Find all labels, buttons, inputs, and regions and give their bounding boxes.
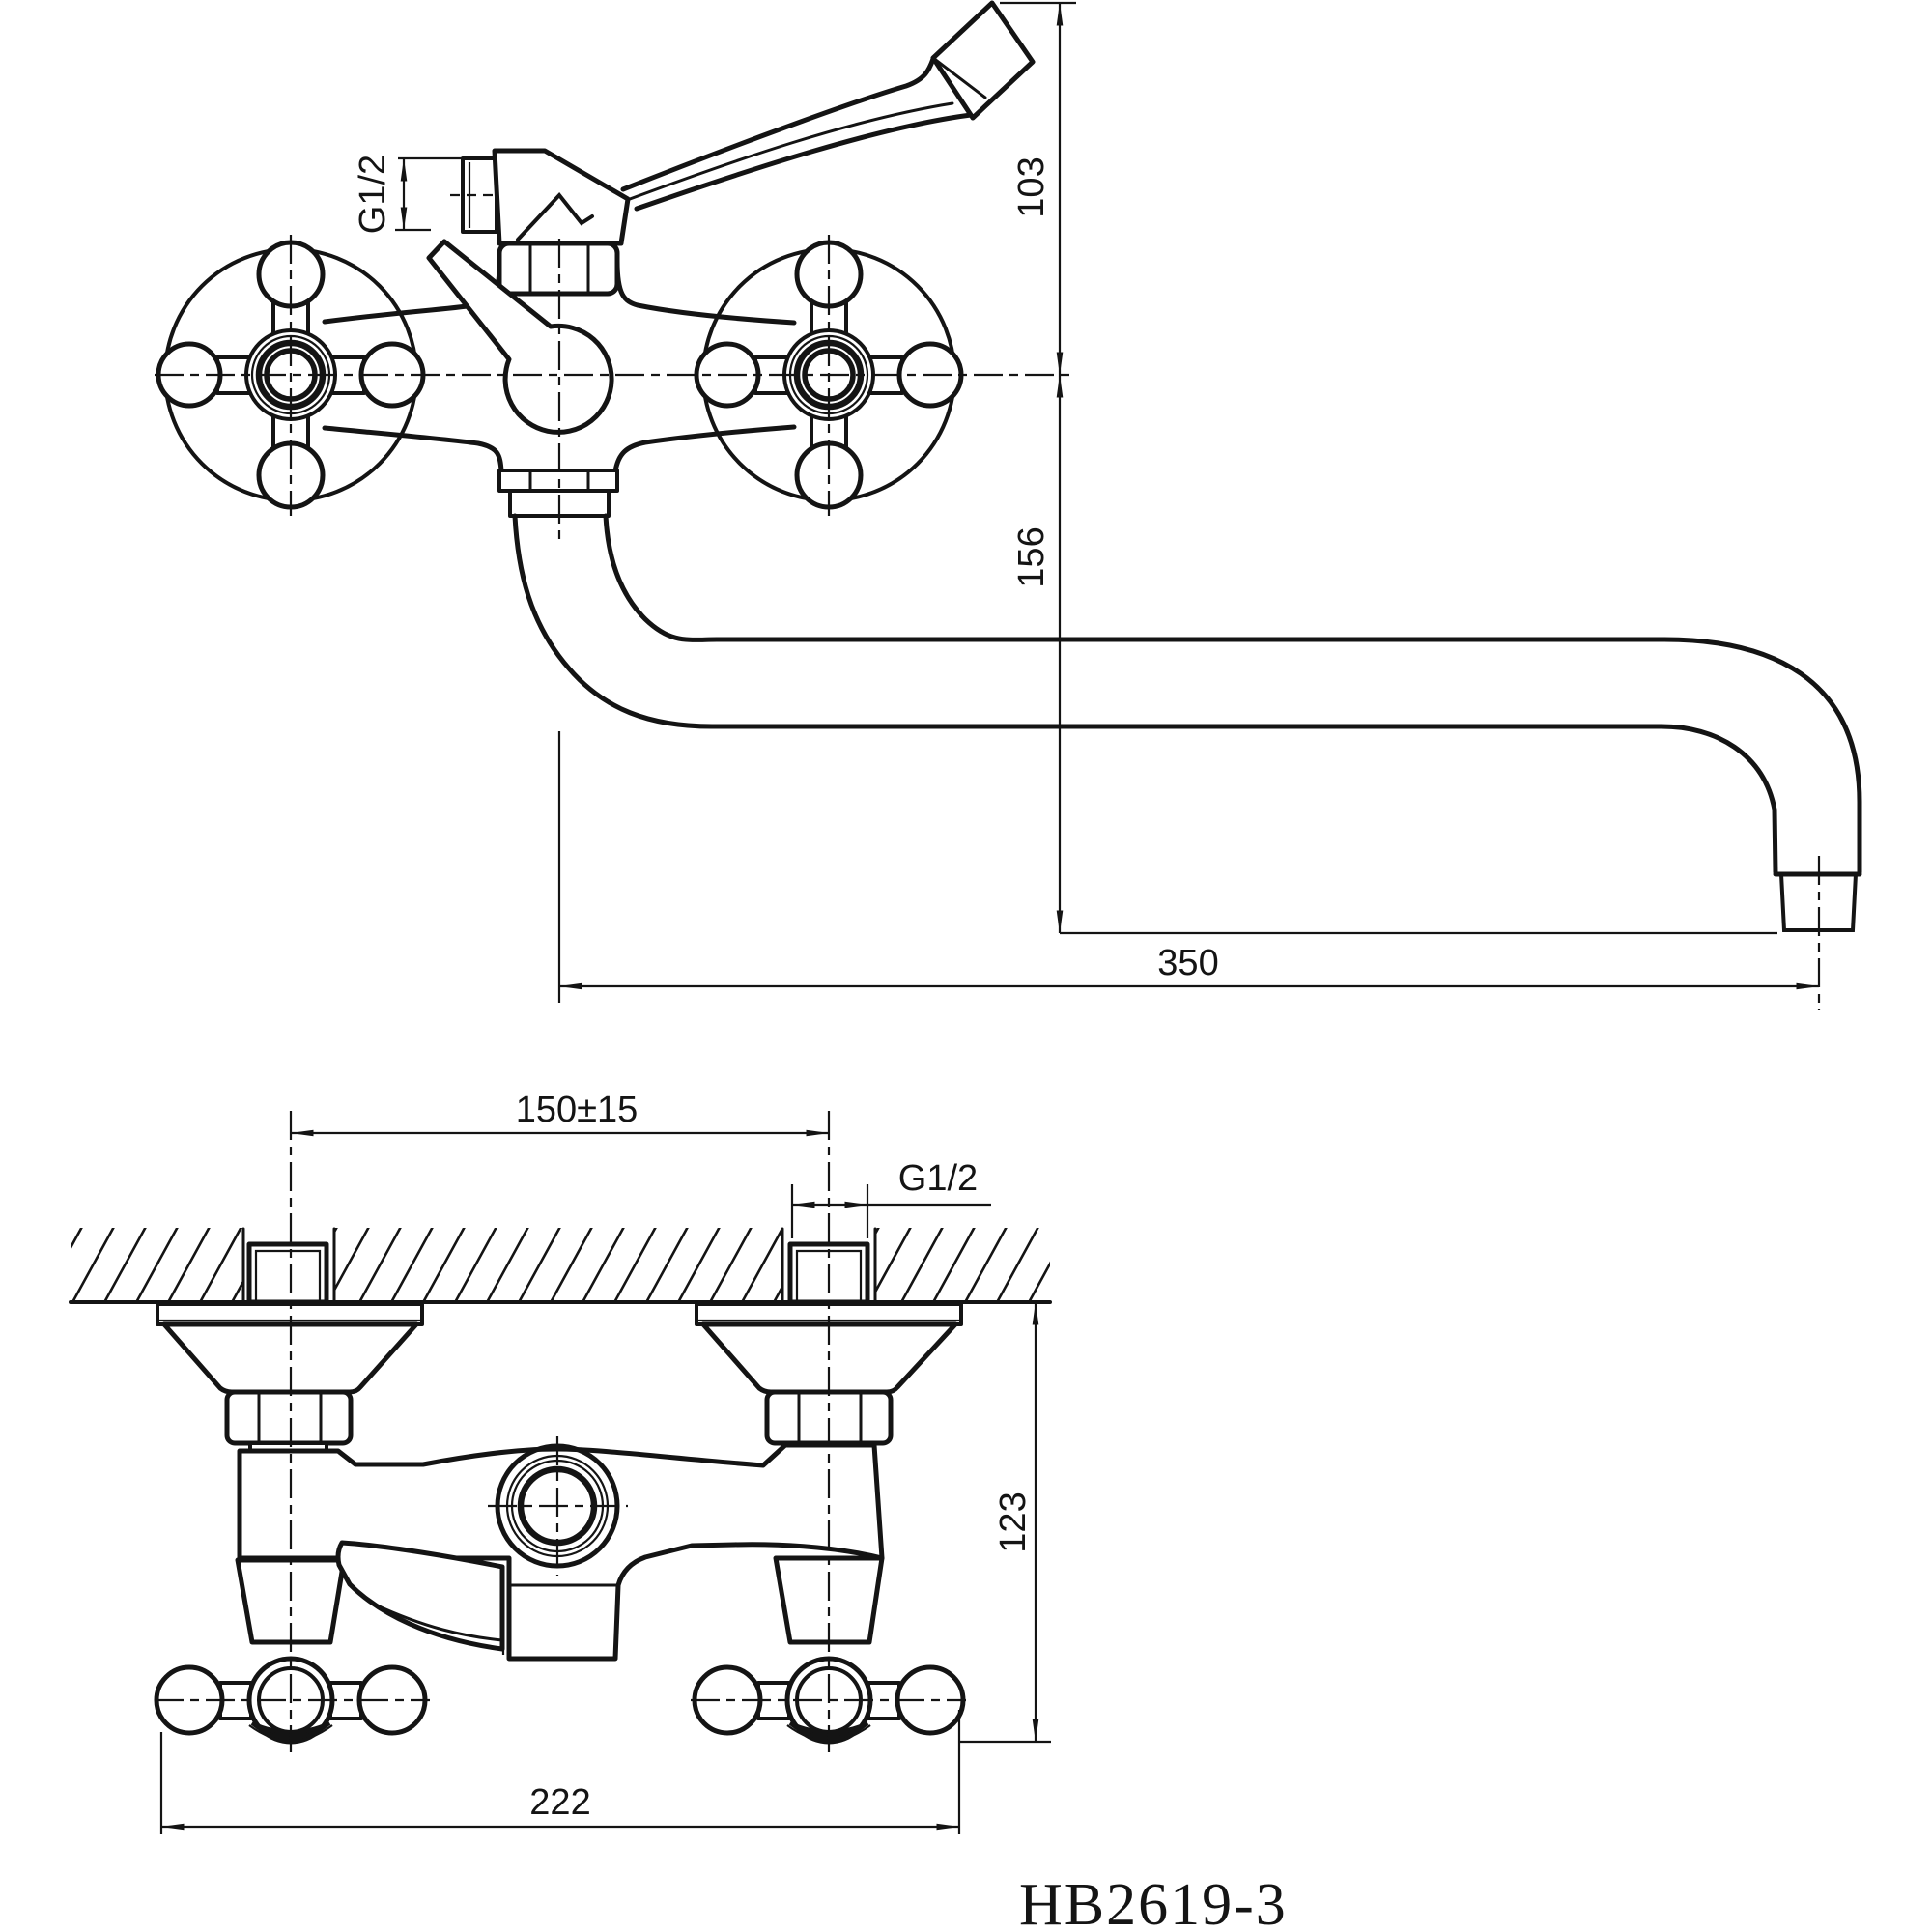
dimension-123: 123 xyxy=(959,1301,1051,1744)
dimension-thread-plan: G1/2 xyxy=(790,1158,991,1238)
spout xyxy=(512,513,1862,932)
lever-handle xyxy=(492,0,1036,246)
plan-view-dimensions: 150±15 G1/2 123 222 xyxy=(159,1090,1051,1834)
handle-skirt-left xyxy=(250,1721,331,1741)
dimension-103: 103 xyxy=(1000,1,1076,376)
spout-union-circle xyxy=(488,1436,628,1576)
lever-body-mark xyxy=(516,191,594,242)
dimension-label-156: 156 xyxy=(1011,526,1052,587)
dimension-350: 350 xyxy=(557,731,1820,1003)
dimension-label-350: 350 xyxy=(1157,943,1218,983)
connection-nut-left xyxy=(224,1389,354,1454)
thread-nipple xyxy=(450,156,510,234)
wall-section xyxy=(69,1227,1052,1304)
diverter-knob xyxy=(426,239,614,435)
valve-bonnet-left xyxy=(235,1557,347,1645)
dimension-label-222: 222 xyxy=(529,1782,590,1823)
dimension-label-123: 123 xyxy=(993,1492,1034,1552)
dimension-label-150: 150±15 xyxy=(516,1090,639,1130)
dimension-label-thread-front: G1/2 xyxy=(353,155,393,234)
dimension-150: 150±15 xyxy=(290,1090,830,1137)
dimension-label-thread-plan: G1/2 xyxy=(898,1158,978,1199)
lever-paddle xyxy=(930,0,1036,121)
cartridge-nut xyxy=(497,241,620,297)
flange-left xyxy=(156,1302,424,1395)
plan-view-centerlines xyxy=(155,1111,966,1752)
plan-view xyxy=(69,1111,1052,1752)
dimension-156: 156 xyxy=(1011,374,1777,935)
dimension-222: 222 xyxy=(159,1710,961,1834)
handle-skirt-right xyxy=(788,1721,869,1741)
front-view-dimensions: G1/2 103 156 350 xyxy=(353,1,1820,1003)
front-view xyxy=(155,0,1862,1010)
lever-handle-plan xyxy=(335,1540,505,1652)
wall-hatch xyxy=(71,1228,1050,1303)
model-number: HB2619-3 xyxy=(1019,1872,1288,1932)
dimension-label-103: 103 xyxy=(1011,156,1052,217)
dimension-thread-front: G1/2 xyxy=(353,155,462,234)
eccentric-union-left xyxy=(246,1241,329,1305)
